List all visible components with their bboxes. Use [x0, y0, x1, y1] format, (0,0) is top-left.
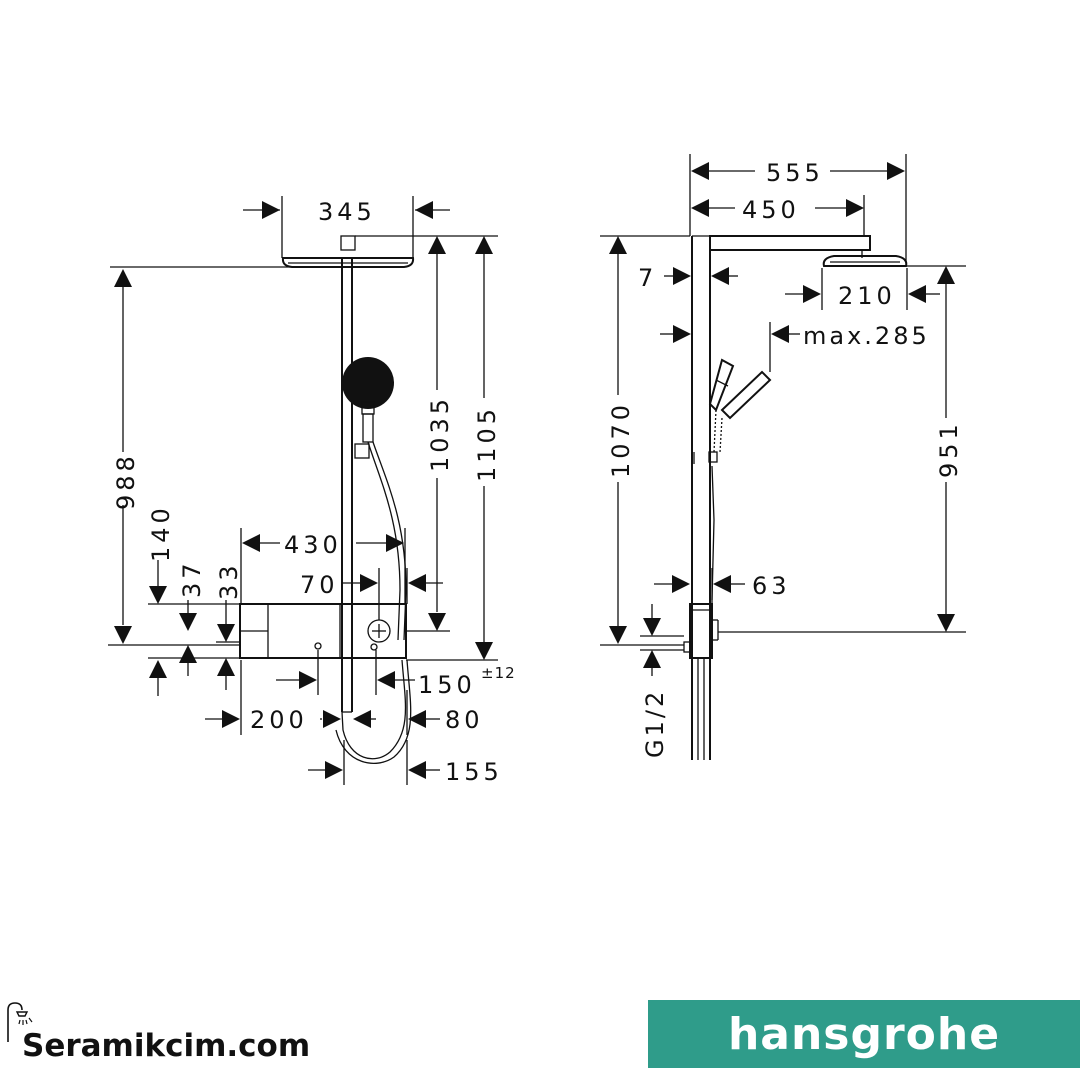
dim-988: 988 [112, 452, 140, 510]
dim-200: 200 [250, 706, 308, 734]
front-shower-head [281, 235, 415, 268]
side-riser-and-arm [691, 235, 908, 760]
dim-150-tolerance: ±12 [481, 664, 516, 682]
side-dimension-texts: 555 450 7 210 max.285 1070 951 63 G1/2 [607, 159, 963, 758]
dim-1105: 1105 [473, 405, 501, 482]
dim-450: 450 [742, 196, 800, 224]
dim-33: 33 [215, 561, 243, 600]
front-view: 345 988 1035 1105 430 70 140 37 33 150 ±… [108, 196, 516, 786]
shower-icon [7, 1002, 33, 1042]
dim-1035: 1035 [426, 395, 454, 472]
dim-80: 80 [445, 706, 484, 734]
dim-555: 555 [766, 159, 824, 187]
dim-7: 7 [638, 264, 657, 292]
dim-37: 37 [178, 559, 206, 598]
dim-951: 951 [935, 420, 963, 478]
side-view: 555 450 7 210 max.285 1070 951 63 G1/2 [600, 154, 966, 760]
side-hand-shower [708, 358, 772, 601]
dim-max285: max.285 [803, 322, 930, 350]
side-thermostat [683, 603, 719, 760]
front-dimension-lines [108, 196, 498, 785]
front-hand-shower [335, 357, 412, 764]
site-name: Seramikcim.com [22, 1028, 311, 1064]
dim-70: 70 [300, 571, 339, 599]
dim-430: 430 [284, 531, 342, 559]
dim-150: 150 [418, 671, 476, 699]
dim-345: 345 [318, 198, 376, 226]
front-dimension-texts: 345 988 1035 1105 430 70 140 37 33 150 ±… [112, 198, 516, 786]
front-thermostat [239, 603, 407, 659]
technical-drawing: 345 988 1035 1105 430 70 140 37 33 150 ±… [108, 154, 966, 786]
dim-210: 210 [838, 282, 896, 310]
dim-155: 155 [445, 758, 503, 786]
brand-name: hansgrohe [727, 1008, 1001, 1060]
dim-1070: 1070 [607, 401, 635, 478]
side-dimension-lines [600, 154, 966, 676]
seramikcim-logo [4, 1000, 364, 1070]
dim-g12: G1/2 [641, 689, 669, 758]
dim-63: 63 [752, 572, 791, 600]
front-riser-rail [341, 258, 353, 713]
dim-140: 140 [147, 504, 175, 562]
hansgrohe-logo: hansgrohe [648, 1000, 1080, 1068]
